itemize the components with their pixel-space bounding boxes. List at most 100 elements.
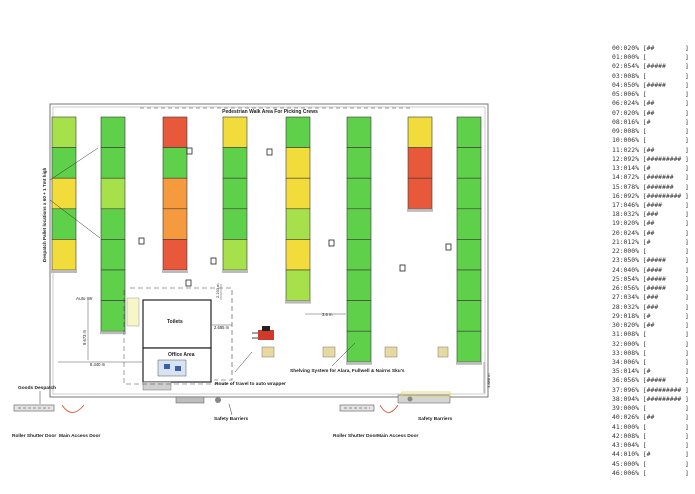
rack-4-cell-1	[222, 116, 248, 148]
rack-6-cell-5	[346, 239, 372, 271]
rack-5-cell-6	[285, 269, 311, 301]
rack-3-cell-5	[162, 239, 188, 271]
route-dashed-path	[130, 287, 233, 381]
histogram-label: 04:050% [	[612, 80, 647, 89]
toilets-block	[142, 299, 212, 349]
roller-shutter-right-label: Roller Shutter Door	[333, 433, 377, 439]
histogram-bracket: ]	[685, 413, 689, 422]
histogram-row: 31:008% []	[612, 330, 692, 339]
histogram-label: 33:008% [	[612, 348, 647, 357]
building-outline	[49, 103, 489, 398]
rack-5-cell-4	[285, 208, 311, 240]
main-door-left-label: Main Access Door	[59, 433, 101, 439]
office-step	[142, 381, 172, 391]
dim-8440: 8.440 m	[90, 362, 106, 367]
shelving-leader	[331, 342, 356, 367]
histogram-bracket: ]	[685, 468, 689, 477]
office-desks	[157, 359, 187, 377]
histogram-bracket: ]	[685, 302, 689, 311]
histogram-bracket: ]	[685, 136, 689, 145]
despatch-pallet-label: Despatch Pallet locations x 60 + 1 Tmt h…	[42, 167, 47, 262]
rack-8-cell-5	[456, 239, 482, 271]
rack-4-base	[222, 270, 248, 273]
goods-despatch-label: Goods Despatch	[18, 385, 56, 391]
histogram-bracket: ]	[685, 90, 689, 99]
histogram-label: 02:054% [	[612, 62, 647, 71]
dim-9673: 9.673 m	[82, 329, 87, 345]
histogram-bar: ###	[646, 293, 659, 302]
rack-2-cell-2	[100, 147, 126, 179]
rack-3-cell-1	[162, 116, 188, 148]
histogram-row: 13:014% [#]	[612, 164, 692, 173]
shelving-label: Shelving System for Alara, Fullwell & Na…	[290, 368, 405, 374]
histogram-bracket: ]	[685, 274, 689, 283]
histogram-bar: ##	[646, 413, 655, 422]
histogram-bar: #	[646, 164, 651, 173]
rack-1-cell-5	[51, 239, 77, 271]
histogram-label: 09:008% [	[612, 127, 647, 136]
histogram-bracket: ]	[685, 44, 689, 52]
histogram-bracket: ]	[685, 127, 689, 136]
histogram-label: 15:078% [	[612, 182, 647, 191]
histogram-label: 35:014% [	[612, 367, 647, 376]
histogram-row: 10:006% []	[612, 136, 692, 145]
histogram-row: 07:020% [##]	[612, 109, 692, 118]
histogram-bar: ##	[646, 108, 655, 117]
histogram-label: 42:008% [	[612, 431, 647, 440]
histogram-row: 32:000% []	[612, 340, 692, 349]
rack-5-cell-1	[285, 116, 311, 148]
safety-right-label: Safety Barriers	[418, 416, 452, 422]
histogram-row: 06:024% [##]	[612, 99, 692, 108]
histogram-row: 42:008% []	[612, 432, 692, 441]
histogram-bar: #	[646, 311, 651, 320]
histogram-label: 31:008% [	[612, 330, 647, 339]
histogram-bar: #####	[646, 376, 666, 385]
histogram-label: 28:032% [	[612, 302, 647, 311]
histogram-bracket: ]	[685, 321, 689, 330]
histogram-bar: ##	[646, 321, 655, 330]
histogram-label: 37:096% [	[612, 385, 647, 394]
histogram-bracket: ]	[685, 422, 689, 431]
histogram-label: 17:046% [	[612, 200, 647, 209]
histogram-bracket: ]	[685, 311, 689, 320]
histogram-label: 19:020% [	[612, 219, 647, 228]
histogram-row: 18:032% [###]	[612, 210, 692, 219]
rack-7-cell-3	[407, 177, 433, 210]
histogram-row: 24:040% [####]	[612, 266, 692, 275]
rack-4-cell-4	[222, 208, 248, 240]
histogram-bracket: ]	[685, 330, 689, 339]
histogram-label: 13:014% [	[612, 164, 647, 173]
histogram-bracket: ]	[685, 164, 689, 173]
histogram-label: 14:072% [	[612, 173, 647, 182]
histogram-bracket: ]	[685, 191, 689, 200]
histogram-bracket: ]	[685, 441, 689, 450]
rack-8-base	[456, 361, 482, 365]
rack-4-cell-3	[222, 177, 248, 210]
histogram-bracket: ]	[685, 284, 689, 293]
histogram-row: 41:000% []	[612, 423, 692, 432]
histogram-bracket: ]	[685, 348, 689, 357]
rack-5-cell-3	[285, 177, 311, 210]
histogram-bar: #########	[646, 191, 682, 200]
histogram-row: 11:022% [##]	[612, 146, 692, 155]
rack-8-cell-6	[456, 269, 482, 301]
pallet-stacks	[261, 346, 449, 358]
histogram-bracket: ]	[685, 182, 689, 191]
histogram-label: 25:054% [	[612, 274, 647, 283]
despatch-leader-2	[49, 199, 101, 239]
histogram-row: 21:012% [#]	[612, 238, 692, 247]
histogram-bracket: ]	[685, 339, 689, 348]
histogram-bracket: ]	[685, 71, 689, 80]
equipment-markers	[138, 147, 452, 287]
histogram-bar: #####	[646, 80, 666, 89]
histogram-label: 24:040% [	[612, 265, 647, 274]
histogram-row: 46:006% []	[612, 469, 692, 478]
rack-1-cell-1	[51, 116, 77, 148]
histogram-bracket: ]	[685, 404, 689, 413]
histogram-label: 45:000% [	[612, 459, 647, 468]
histogram-row: 01:000% []	[612, 53, 692, 62]
histogram-label: 34:006% [	[612, 357, 647, 366]
histogram-bracket: ]	[685, 99, 689, 108]
histogram-label: 40:026% [	[612, 413, 647, 422]
histogram-label: 03:008% [	[612, 71, 647, 80]
